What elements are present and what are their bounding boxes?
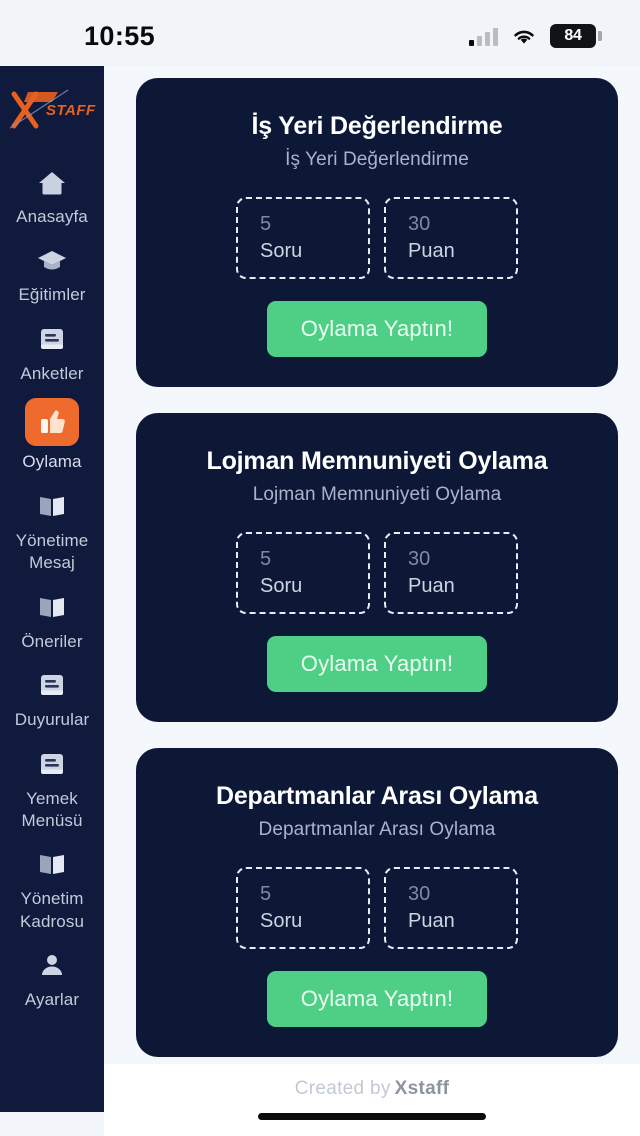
poll-subtitle: İş Yeri Değerlendirme <box>285 149 469 170</box>
stat-points: 30 Puan <box>384 867 518 949</box>
graduation-cap-icon <box>28 241 76 279</box>
sidebar-nav: Anasayfa Eğitimler <box>0 154 104 1018</box>
stat-value: 5 <box>260 548 272 570</box>
poll-card[interactable]: Departmanlar Arası Oylama Departmanlar A… <box>136 748 618 1057</box>
status-bar: 10:55 84 <box>0 0 640 66</box>
vote-button[interactable]: Oylama Yaptın! <box>266 971 488 1027</box>
stat-points: 30 Puan <box>384 532 518 614</box>
status-bar-indicators: 84 <box>469 24 602 48</box>
person-icon <box>28 946 76 984</box>
book-icon <box>28 845 76 883</box>
stat-points: 30 Puan <box>384 197 518 279</box>
footer-credit-prefix: Created by <box>294 1078 391 1099</box>
status-bar-time: 10:55 <box>84 20 156 51</box>
thumbs-up-icon <box>25 398 79 447</box>
poll-subtitle: Departmanlar Arası Oylama <box>258 819 496 840</box>
stat-label: Puan <box>408 910 455 932</box>
menu-card-icon <box>28 745 76 783</box>
sidebar-bottom-spacer <box>0 1112 104 1136</box>
sidebar: STAFF Anasayfa <box>0 66 104 1136</box>
svg-text:STAFF: STAFF <box>46 102 96 119</box>
stat-value: 30 <box>408 883 431 905</box>
sidebar-item-label: Eğitimler <box>18 285 86 305</box>
sidebar-item-label: Anketler <box>20 363 84 383</box>
home-indicator[interactable] <box>258 1113 486 1120</box>
poll-card[interactable]: İş Yeri Değerlendirme İş Yeri Değerlendi… <box>136 78 618 387</box>
xstaff-logo-icon: STAFF <box>6 88 98 132</box>
stat-value: 5 <box>260 213 272 235</box>
sidebar-item-label: Öneriler <box>21 631 83 651</box>
poll-title: Departmanlar Arası Oylama <box>215 782 538 810</box>
stat-value: 5 <box>260 883 272 905</box>
poll-stats: 5 Soru 30 Puan <box>162 532 592 614</box>
sidebar-item-label: Yemek Menüsü <box>21 788 83 830</box>
sidebar-item-anasayfa[interactable]: Anasayfa <box>0 156 104 234</box>
survey-icon <box>28 320 76 358</box>
stat-label: Puan <box>408 575 455 597</box>
cellular-bars-icon <box>469 26 498 46</box>
main-content: İş Yeri Değerlendirme İş Yeri Değerlendi… <box>104 66 640 1136</box>
sidebar-item-yemek-menusu[interactable]: Yemek Menüsü <box>0 738 104 839</box>
sidebar-item-yonetime-mesaj[interactable]: Yönetime Mesaj <box>0 480 104 581</box>
sidebar-item-ayarlar[interactable]: Ayarlar <box>0 939 104 1017</box>
battery-level: 84 <box>564 27 582 44</box>
stat-label: Puan <box>408 240 455 262</box>
poll-title: Lojman Memnuniyeti Oylama <box>206 447 548 475</box>
book-icon <box>28 588 76 626</box>
app-logo: STAFF <box>0 66 104 154</box>
poll-stats: 5 Soru 30 Puan <box>162 867 592 949</box>
stat-questions: 5 Soru <box>236 532 370 614</box>
poll-title: İş Yeri Değerlendirme <box>251 112 503 140</box>
sidebar-item-label: Yönetim Kadrosu <box>19 889 85 931</box>
footer-brand: Xstaff <box>394 1078 450 1099</box>
sidebar-item-label: Oylama <box>22 452 82 472</box>
stat-value: 30 <box>408 548 431 570</box>
vote-button[interactable]: Oylama Yaptın! <box>266 301 488 357</box>
sidebar-item-oylama[interactable]: Oylama <box>0 391 104 479</box>
home-icon <box>28 163 76 201</box>
book-icon <box>28 487 76 525</box>
sidebar-item-label: Duyurular <box>14 710 90 730</box>
wifi-icon <box>511 27 537 46</box>
announcement-icon <box>28 666 76 704</box>
stat-label: Soru <box>260 575 303 597</box>
poll-subtitle: Lojman Memnuniyeti Oylama <box>252 484 502 505</box>
poll-card[interactable]: Lojman Memnuniyeti Oylama Lojman Memnuni… <box>136 413 618 722</box>
sidebar-item-label: Anasayfa <box>16 207 88 226</box>
sidebar-item-label: Yönetime Mesaj <box>15 530 89 573</box>
sidebar-item-egitimler[interactable]: Eğitimler <box>0 234 104 312</box>
poll-card-list: İş Yeri Değerlendirme İş Yeri Değerlendi… <box>104 66 640 1057</box>
poll-stats: 5 Soru 30 Puan <box>162 197 592 279</box>
stat-value: 30 <box>408 213 431 235</box>
sidebar-item-label: Ayarlar <box>24 990 80 1010</box>
stat-questions: 5 Soru <box>236 197 370 279</box>
sidebar-item-anketler[interactable]: Anketler <box>0 313 104 391</box>
stat-questions: 5 Soru <box>236 867 370 949</box>
sidebar-item-oneriler[interactable]: Öneriler <box>0 581 104 659</box>
vote-button[interactable]: Oylama Yaptın! <box>266 636 488 692</box>
stat-label: Soru <box>260 910 303 932</box>
stat-label: Soru <box>260 240 303 262</box>
sidebar-item-yonetim-kadrosu[interactable]: Yönetim Kadrosu <box>0 838 104 939</box>
battery-icon: 84 <box>550 24 602 48</box>
sidebar-item-duyurular[interactable]: Duyurular <box>0 659 104 737</box>
